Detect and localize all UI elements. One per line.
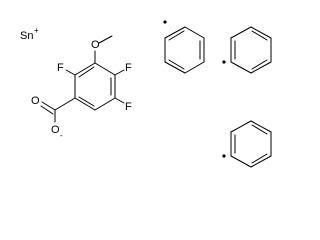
ring-bond: [94, 62, 116, 76]
ring-inner-bond: [251, 30, 268, 41]
fluorine-bond: [114, 97, 125, 104]
radical-dot: [222, 60, 226, 64]
ring-inner-bond: [251, 124, 268, 135]
ring-bond: [164, 61, 186, 74]
ring-bond: [94, 97, 116, 111]
structure-diagram: Sn + O F F F O O -: [20, 20, 272, 168]
ring-bond: [250, 61, 272, 74]
ring-bond: [230, 26, 252, 39]
ring-bond: [250, 155, 272, 168]
tin-cation: Sn +: [20, 26, 39, 42]
fluorine-2-label: F: [57, 62, 64, 74]
fluorine-bond: [65, 69, 76, 76]
phenyl-radical-3: [222, 120, 272, 168]
fluorine-4-label: F: [125, 62, 132, 74]
ring-inner-bond: [168, 30, 185, 41]
ring-bond: [230, 155, 252, 168]
ring-inner-bond: [251, 59, 268, 70]
ring-inner-bond: [168, 59, 185, 70]
carboxylate-charge: -: [60, 131, 63, 140]
carboxylate-group: O O -: [31, 95, 76, 140]
tin-label: Sn: [20, 30, 33, 42]
ring-bond: [230, 120, 252, 133]
fluorine-substituents: F F F: [57, 62, 132, 113]
methoxy-group: O: [91, 35, 113, 64]
phenyl-radical-2: [222, 26, 272, 74]
tin-charge: +: [34, 26, 39, 35]
carboxyl-carbon-bond: [54, 97, 76, 111]
carboxylate-oxygen-label: O: [51, 124, 60, 136]
radical-dot: [222, 154, 226, 158]
ring-inner-bond: [78, 66, 95, 78]
ring-bond: [250, 120, 272, 133]
ring-bond: [230, 61, 252, 74]
ring-inner-bond: [78, 96, 95, 107]
ring-inner-bond: [251, 153, 268, 164]
ring-bond: [250, 26, 272, 39]
ring-bond: [74, 97, 96, 111]
fluorine-5-label: F: [125, 101, 132, 113]
carbonyl-oxygen-label: O: [31, 95, 40, 107]
carbonyl-double-bond: [40, 105, 54, 115]
methoxy-oxygen-label: O: [91, 39, 100, 51]
ring-bond: [184, 61, 205, 74]
methyl-bond: [98, 35, 113, 44]
structure-canvas: Sn + O F F F O O -: [20, 20, 272, 168]
ring-bond: [164, 26, 186, 39]
benzoate-ring: [74, 62, 116, 111]
carbonyl-bond: [41, 101, 56, 111]
ring-bond: [74, 62, 96, 76]
radical-dot: [163, 20, 167, 24]
fluorine-bond: [114, 69, 125, 76]
ring-bond: [184, 26, 205, 39]
phenyl-radical-1: [163, 20, 205, 74]
